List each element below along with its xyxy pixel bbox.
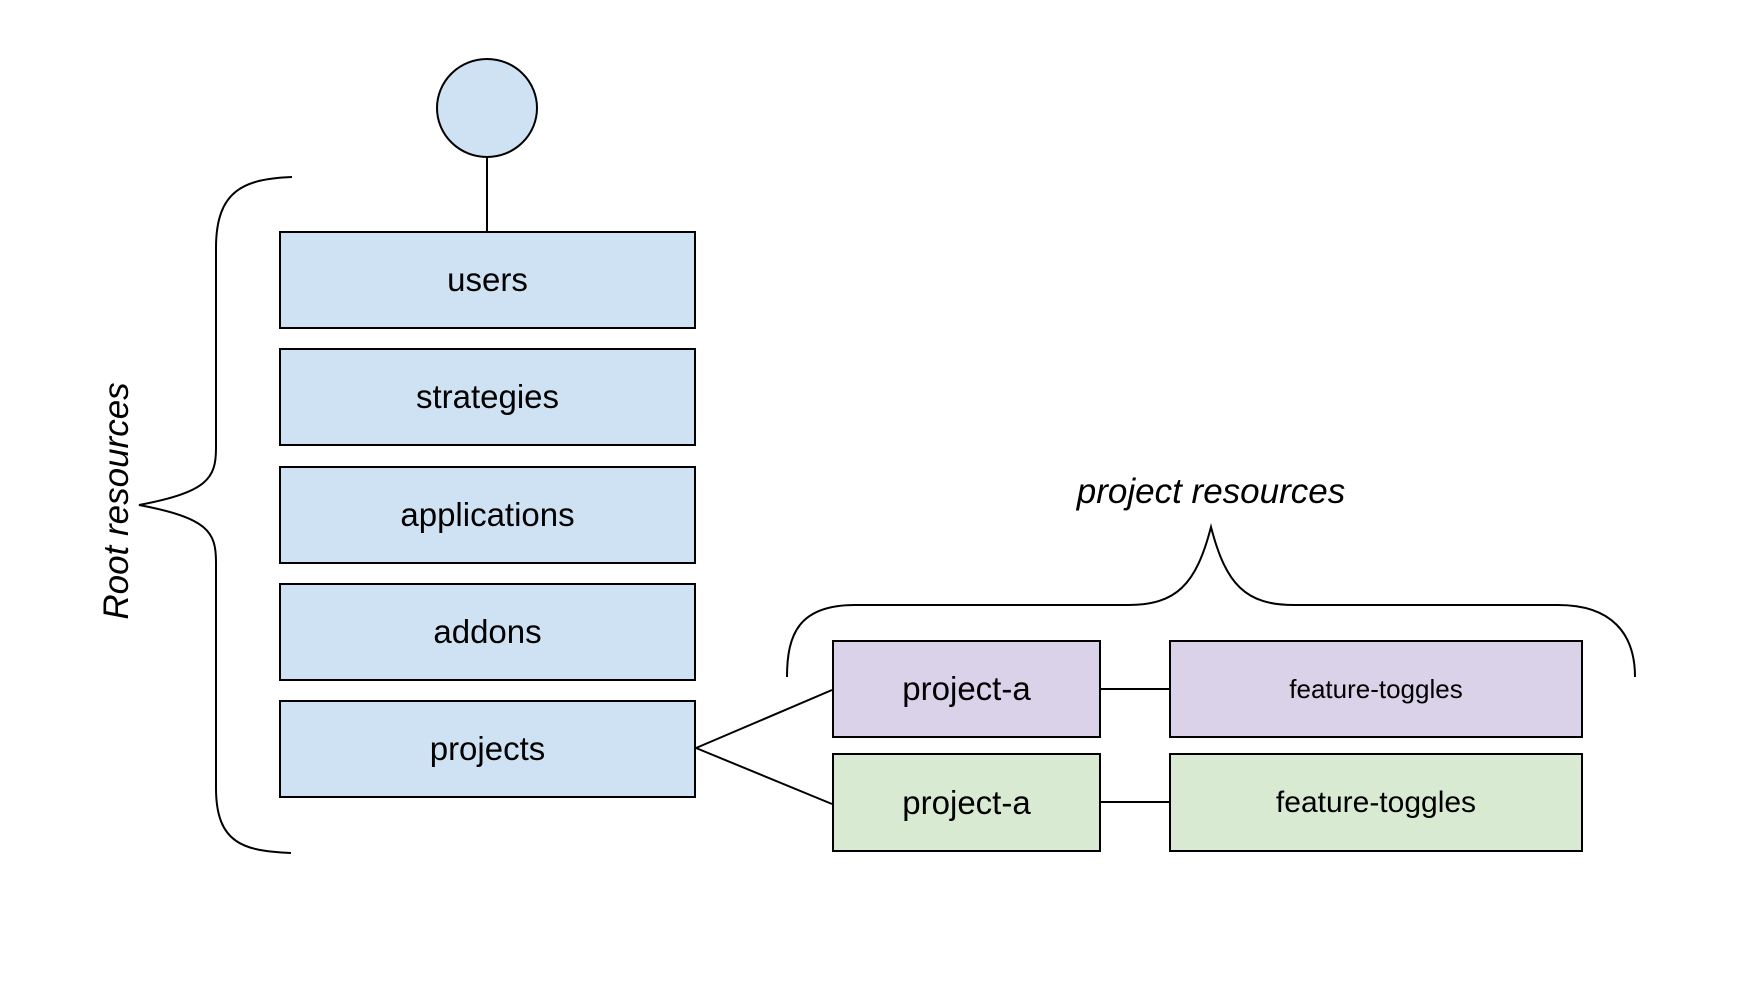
resource-box-label: users <box>447 261 528 298</box>
project-box-label: project-a <box>902 783 1031 821</box>
resource-box-label: strategies <box>415 378 560 415</box>
resource-box-label: projects <box>429 730 546 767</box>
connector-projects-to-purple-project <box>696 690 832 748</box>
resource-box-addons: addons <box>279 583 696 681</box>
feature-toggles-label: feature-toggles <box>1275 785 1477 819</box>
root-node-circle <box>437 59 537 157</box>
feature-toggles-label: feature-toggles <box>1289 673 1463 704</box>
resource-box-users: users <box>279 231 696 329</box>
feature-toggles-box-green: feature-toggles <box>1169 753 1583 852</box>
resource-box-label: applications <box>400 496 575 533</box>
project-box-purple: project-a <box>832 640 1101 738</box>
root-resources-label: Root resources <box>97 382 136 620</box>
project-resources-brace <box>787 527 1635 677</box>
project-box-green: project-a <box>832 753 1101 852</box>
connector-projects-to-green-project <box>696 748 832 804</box>
resource-box-label: addons <box>433 613 542 650</box>
project-box-label: project-a <box>902 670 1031 707</box>
project-resources-label: project resources <box>1076 472 1346 511</box>
root-resources-brace <box>139 177 292 853</box>
resource-box-projects: projects <box>279 700 696 798</box>
resource-box-applications: applications <box>279 466 696 564</box>
resource-box-strategies: strategies <box>279 348 696 446</box>
feature-toggles-box-purple: feature-toggles <box>1169 640 1583 738</box>
